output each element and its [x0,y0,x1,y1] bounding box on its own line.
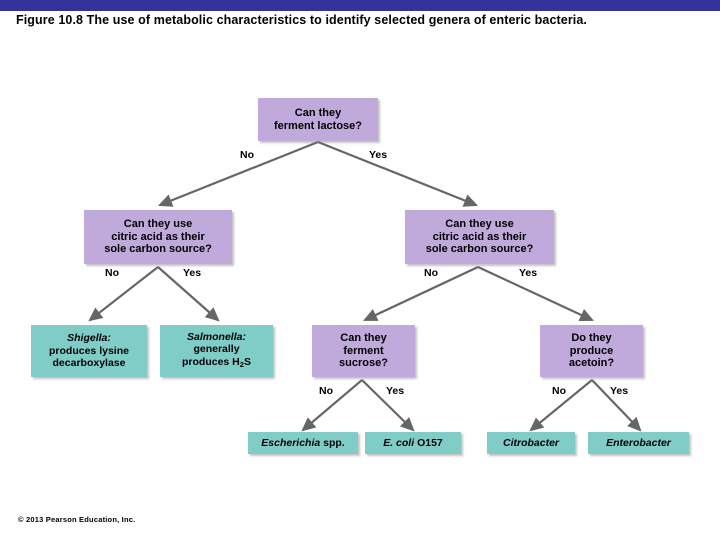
genus-suffix: O157 [414,436,443,449]
genus-name: Citrobacter [502,436,559,449]
genus-name: Shigella: [67,332,111,345]
node-text: E. coli O157 [369,437,457,450]
genus-name: E. coli [383,436,415,449]
edge-label-citrate-left-yes: Yes [183,267,202,279]
edge-label-citrate-right-no: No [424,267,438,279]
result-node-citrobacter[interactable]: Citrobacter [487,432,575,454]
edge-label-sucrose-yes: Yes [386,385,405,397]
genus-suffix: spp. [320,436,345,449]
result-node-enterobacter[interactable]: Enterobacter [588,432,689,454]
edge-label-lactose-no: No [240,149,254,161]
edge-label-acetoin-yes: Yes [610,385,629,397]
genus-name: Enterobacter [606,436,671,449]
node-text: Escherichia spp. [252,437,354,450]
page-title: Figure 10.8 The use of metabolic charact… [16,13,588,27]
copyright-notice: © 2013 Pearson Education, Inc. [18,515,136,524]
edge-label-citrate-right-yes: Yes [519,267,538,279]
edge-label-acetoin-no: No [552,385,566,397]
edge-label-lactose-yes: Yes [369,149,388,161]
genus-name: Salmonella: [187,330,246,343]
slide-top-bar [0,0,720,11]
edge-label-sucrose-no: No [319,385,333,397]
genus-name: Escherichia [261,436,321,449]
result-node-ecoli-o157[interactable]: E. coli O157 [365,432,461,454]
result-node-escherichia-spp[interactable]: Escherichia spp. [248,432,358,454]
edge-label-citrate-left-no: No [105,267,119,279]
